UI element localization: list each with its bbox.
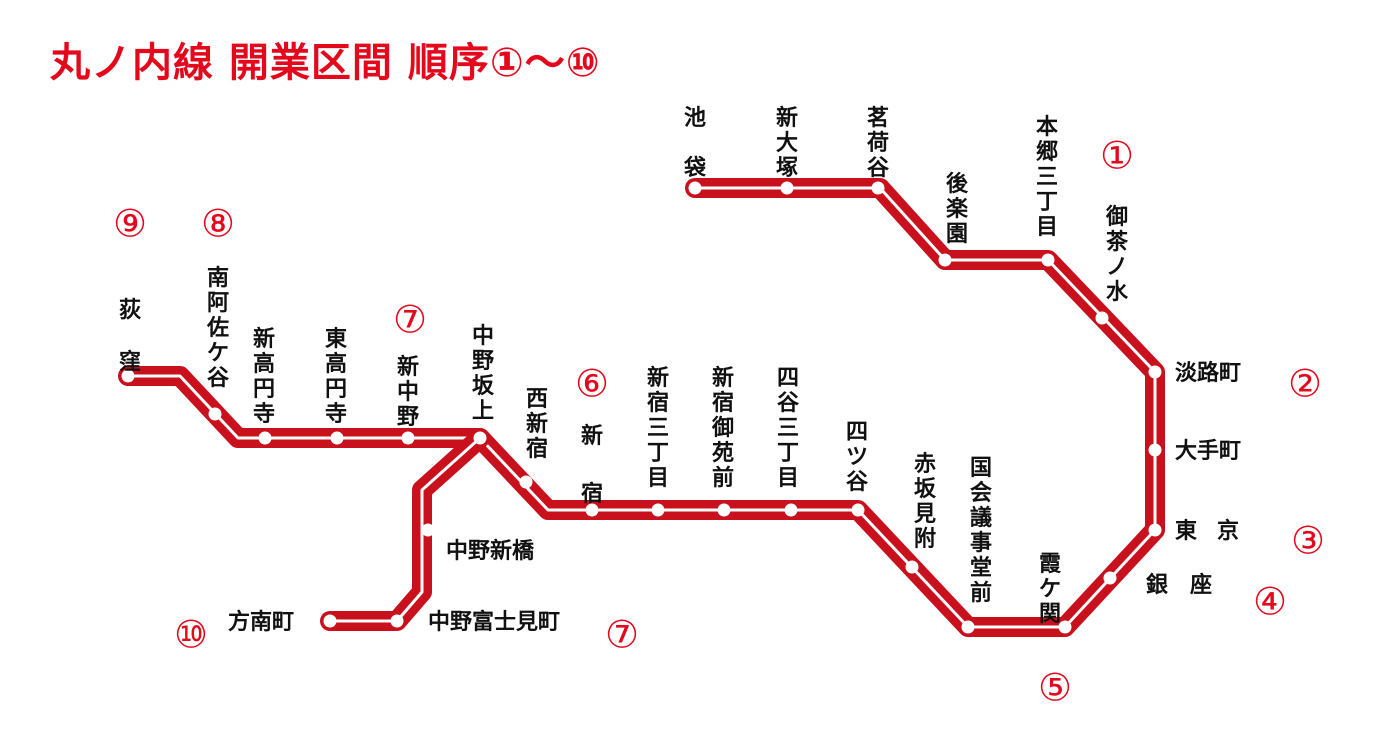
station-label-nakano-sakaue: 中野坂上 <box>472 324 495 424</box>
station-label-yotsuya: 四ツ谷 <box>846 420 869 495</box>
station-dot-nakano-sakaue <box>473 431 487 445</box>
station-label-akasaka-mitsuke: 赤坂見附 <box>914 452 937 552</box>
station-label-ogikubo: 荻窪 <box>119 298 141 375</box>
station-label-honancho: 方南町 <box>228 609 294 635</box>
station-dot-tokyo <box>1148 523 1162 537</box>
station-dot-shinjuku-sanchome <box>651 503 665 517</box>
station-dot-myogadani <box>871 181 885 195</box>
station-label-tokyo: 東京 <box>1175 518 1259 544</box>
station-label-minami-asagaya: 南阿佐ケ谷 <box>206 266 230 391</box>
station-dot-yotsuya-sanchome <box>784 503 798 517</box>
station-dot-ochanomizu <box>1095 311 1109 325</box>
station-dot-nakano-fujimicho <box>390 614 404 628</box>
station-label-shin-koenji: 新高円寺 <box>253 326 275 427</box>
order-marker-m7b: ⑦ <box>605 613 639 657</box>
station-label-shinjuku-gyoemmae: 新宿御苑前 <box>711 365 734 491</box>
branch-line-inner <box>328 436 482 623</box>
station-label-shinjuku-sanchome: 新宿三丁目 <box>647 365 669 491</box>
station-label-kasumigaseki: 霞ケ関 <box>1039 552 1062 627</box>
station-label-nakano-shimbashi: 中野新橋 <box>446 538 535 564</box>
order-marker-m7a: ⑦ <box>393 298 427 342</box>
station-dot-minami-asagaya <box>208 407 222 421</box>
station-dot-shin-koenji <box>258 431 272 445</box>
station-dot-ikebukuro <box>688 181 702 195</box>
station-label-shinjuku: 新宿 <box>581 423 603 507</box>
order-marker-m1: ① <box>1100 134 1134 178</box>
station-dot-higashi-koenji <box>330 431 344 445</box>
branch-line <box>320 428 490 631</box>
station-label-ikebukuro: 池袋 <box>683 106 707 181</box>
station-dot-kokkai-gijidomae <box>961 620 975 634</box>
station-label-myogadani: 茗荷谷 <box>867 106 890 181</box>
station-dot-honancho <box>323 614 337 628</box>
station-dot-shinjuku <box>585 503 599 517</box>
station-dot-awajicho <box>1148 365 1162 379</box>
station-label-otemachi: 大手町 <box>1175 439 1241 464</box>
station-dot-ginza <box>1103 571 1117 585</box>
station-label-nishi-shinjuku: 西新宿 <box>526 387 548 462</box>
station-dot-shin-nakano <box>401 431 415 445</box>
main-line <box>118 178 1165 637</box>
branch-line-outer <box>320 428 490 631</box>
map-title: 丸ノ内線 開業区間 順序①〜⑩ <box>50 40 601 86</box>
order-marker-m4: ④ <box>1253 580 1287 624</box>
station-dot-shinjuku-gyoemmae <box>717 503 731 517</box>
order-marker-m8: ⑧ <box>201 202 235 246</box>
station-label-ochanomizu: 御茶ノ水 <box>1105 204 1129 305</box>
order-marker-m6: ⑥ <box>575 362 609 406</box>
station-dot-kasumigaseki <box>1058 620 1072 634</box>
order-marker-m2: ② <box>1288 362 1322 406</box>
station-label-nakano-fujimicho: 中野富士見町 <box>428 609 560 635</box>
station-label-yotsuya-sanchome: 四谷三丁目 <box>777 366 800 491</box>
station-labels: 池袋 新大塚 茗荷谷後楽園 本郷三丁目御茶ノ水淡路町大手町東京銀座 霞ケ関 国会議事堂前 赤… <box>119 105 1259 635</box>
station-dot-ogikubo <box>121 369 135 383</box>
station-dot-akasaka-mitsuke <box>905 560 919 574</box>
station-dot-shin-otsuka <box>780 181 794 195</box>
order-marker-m10: ⑩ <box>174 613 208 657</box>
station-label-shin-otsuka: 新大塚 <box>776 105 798 181</box>
order-marker-m9: ⑨ <box>113 202 147 246</box>
station-label-higashi-koenji: 東高円寺 <box>325 327 347 427</box>
station-dot-korakuen <box>938 253 952 267</box>
station-dot-yotsuya <box>851 503 865 517</box>
order-markers: ① ② ③④ ⑤ ⑥ ⑦ ⑦ ⑧ ⑨ ⑩ <box>113 134 1325 710</box>
station-dot-nishi-shinjuku <box>519 475 533 489</box>
station-label-awajicho: 淡路町 <box>1175 360 1241 386</box>
station-label-korakuen: 後楽園 <box>946 171 969 247</box>
station-label-hongo-sanchome: 本郷三丁目 <box>1036 115 1058 240</box>
main-line-outer <box>118 178 1165 637</box>
station-label-ginza: 銀座 <box>1146 572 1234 598</box>
order-marker-m3: ③ <box>1291 519 1325 563</box>
station-dot-otemachi <box>1148 443 1162 457</box>
station-dot-nakano-shimbashi <box>421 523 435 537</box>
station-dots <box>121 181 1162 634</box>
main-line-inner <box>126 186 1157 629</box>
station-label-shin-nakano: 新中野 <box>397 354 419 430</box>
station-dot-hongo-sanchome <box>1041 253 1055 267</box>
order-marker-m5: ⑤ <box>1038 666 1072 710</box>
station-label-kokkai-gijidomae: 国会議事堂前 <box>970 456 992 606</box>
